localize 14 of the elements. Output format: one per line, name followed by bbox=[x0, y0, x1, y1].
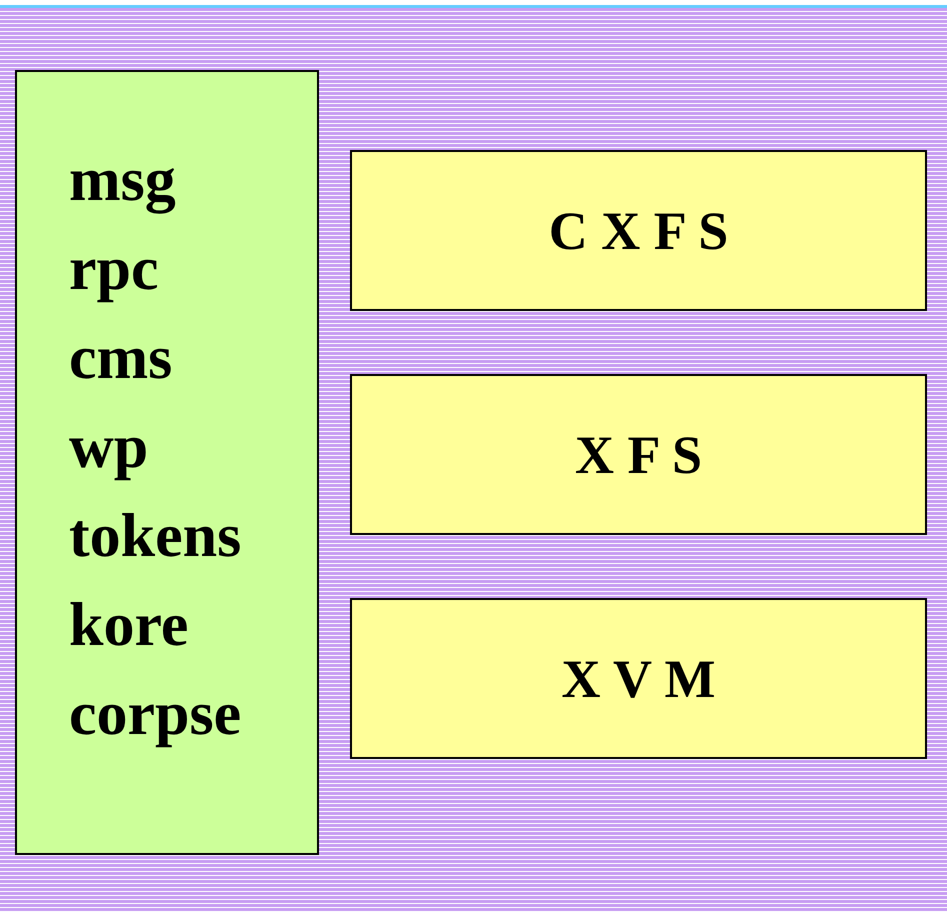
module-name: rpc bbox=[69, 234, 159, 304]
component-box bbox=[350, 374, 927, 535]
module-name: tokens bbox=[69, 501, 242, 571]
module-name: kore bbox=[69, 590, 188, 660]
module-list-panel bbox=[15, 70, 319, 855]
module-name: cms bbox=[69, 323, 172, 393]
component-label: X F S bbox=[574, 424, 702, 486]
module-name: wp bbox=[69, 412, 148, 482]
component-box bbox=[350, 150, 927, 311]
module-name: corpse bbox=[69, 679, 242, 749]
module-name: msg bbox=[69, 145, 176, 215]
component-label: C X F S bbox=[548, 200, 728, 262]
component-box bbox=[350, 598, 927, 759]
component-label: X V M bbox=[561, 648, 716, 710]
